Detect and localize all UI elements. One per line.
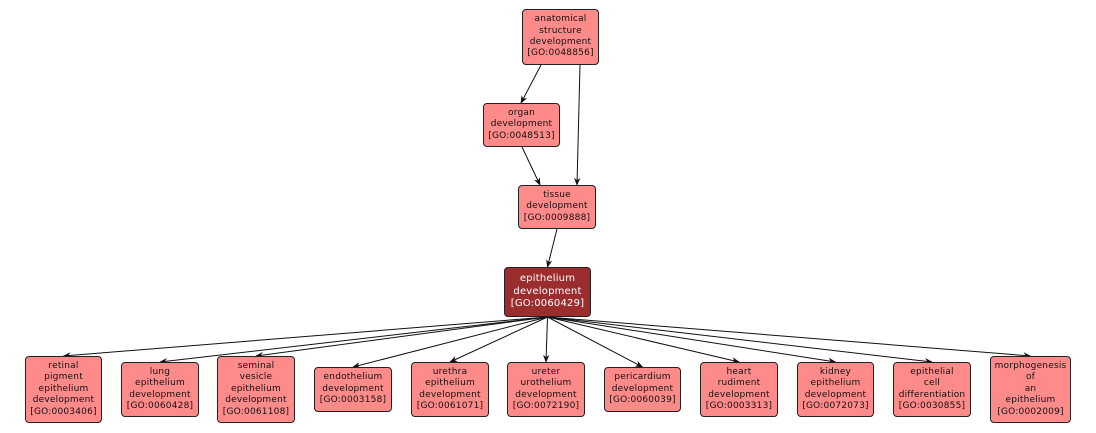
go-term-id: [GO:0002009] bbox=[997, 406, 1064, 417]
go-term-id: [GO:0030855] bbox=[898, 400, 966, 411]
go-term-label: development bbox=[322, 383, 384, 394]
edge-n3-c6 bbox=[547, 316, 644, 368]
edge-n3-c10 bbox=[547, 316, 1032, 359]
edge-n3-c4 bbox=[449, 316, 548, 363]
edge-n3-c3 bbox=[352, 316, 548, 369]
edge-n0-n1 bbox=[520, 64, 542, 104]
go-term-id: [GO:0072073] bbox=[802, 400, 869, 411]
go-term-label: epithelium bbox=[519, 273, 576, 285]
go-term-label: epithelium bbox=[1005, 395, 1056, 406]
go-term-label: an bbox=[1024, 383, 1037, 394]
go-term-label: epithelium bbox=[810, 378, 861, 389]
go-term-id: [GO:0048856] bbox=[527, 48, 594, 59]
go-term-id: [GO:0003313] bbox=[705, 400, 773, 411]
go-term-id: [GO:0060429] bbox=[510, 298, 585, 310]
go-term-id: [GO:0048513] bbox=[488, 130, 555, 141]
go-term-id: [GO:0061071] bbox=[416, 400, 484, 411]
go-term-label: anatomical bbox=[534, 14, 587, 25]
go-term-id: [GO:0060039] bbox=[609, 395, 676, 406]
go-term-label: development bbox=[611, 383, 674, 394]
go-term-label: organ bbox=[508, 107, 535, 118]
edge-n1-n2 bbox=[521, 146, 541, 186]
go-term-label: tissue bbox=[543, 189, 571, 200]
go-term-id: [GO:0009888] bbox=[523, 212, 591, 223]
go-term-label: epithelium bbox=[231, 383, 281, 394]
go-term-label: lung bbox=[149, 366, 171, 377]
go-term-label: epithelium bbox=[38, 383, 89, 394]
edge-n3-c8 bbox=[547, 316, 837, 365]
go-term-label: pigment bbox=[44, 372, 83, 383]
go-term-label: of bbox=[1025, 372, 1036, 383]
go-term-id: [GO:0060428] bbox=[126, 400, 194, 411]
go-term-label: pericardium bbox=[614, 372, 671, 383]
go-term-label: development bbox=[490, 119, 553, 130]
go-term-label: development bbox=[708, 389, 770, 400]
go-term-label: cell bbox=[923, 378, 941, 389]
go-term-id: [GO:0003158] bbox=[319, 395, 387, 406]
go-term-id: [GO:0072190] bbox=[512, 400, 580, 411]
go-term-id: [GO:0061108] bbox=[222, 406, 290, 417]
go-term-label: development bbox=[804, 389, 867, 400]
edge-n3-c0 bbox=[62, 316, 548, 359]
go-term-label: epithelium bbox=[135, 378, 185, 389]
edge-n0-n2 bbox=[573, 64, 581, 186]
edge-n3-c2 bbox=[255, 316, 548, 359]
go-term-label: urothelium bbox=[520, 378, 572, 389]
go-term-label: development bbox=[32, 395, 95, 406]
go-term-label: differentiation bbox=[898, 389, 966, 400]
go-term-label: development bbox=[513, 285, 582, 297]
go-term-label: seminal bbox=[237, 360, 275, 371]
edge-n2-n3 bbox=[546, 228, 558, 268]
go-term-label: kidney bbox=[819, 366, 852, 377]
go-term-label: morphogenesis bbox=[994, 360, 1067, 371]
go-term-label: rudiment bbox=[717, 378, 761, 389]
go-term-label: ureter bbox=[531, 366, 561, 377]
go-term-label: urethra bbox=[432, 366, 468, 377]
go-term-label: development bbox=[129, 389, 191, 400]
go-term-label: development bbox=[515, 389, 577, 400]
go-term-label: epithelium bbox=[425, 378, 475, 389]
edge-n3-c5 bbox=[543, 316, 550, 363]
go-term-label: development bbox=[419, 389, 481, 400]
go-term-label: development bbox=[225, 395, 287, 406]
go-term-label: epithelial bbox=[910, 366, 954, 377]
edge-n3-c7 bbox=[547, 316, 740, 364]
go-term-label: development bbox=[526, 201, 588, 212]
go-term-label: retinal bbox=[48, 360, 79, 371]
go-term-label: heart bbox=[726, 366, 752, 377]
edge-n3-c1 bbox=[159, 316, 548, 365]
go-term-label: development bbox=[529, 37, 592, 47]
go-term-label: vesicle bbox=[239, 372, 273, 383]
go-term-id: [GO:0003406] bbox=[30, 406, 97, 417]
edge-n3-c9 bbox=[547, 316, 933, 365]
go-term-label: structure bbox=[539, 25, 582, 36]
go-term-label: endothelium bbox=[323, 372, 383, 383]
